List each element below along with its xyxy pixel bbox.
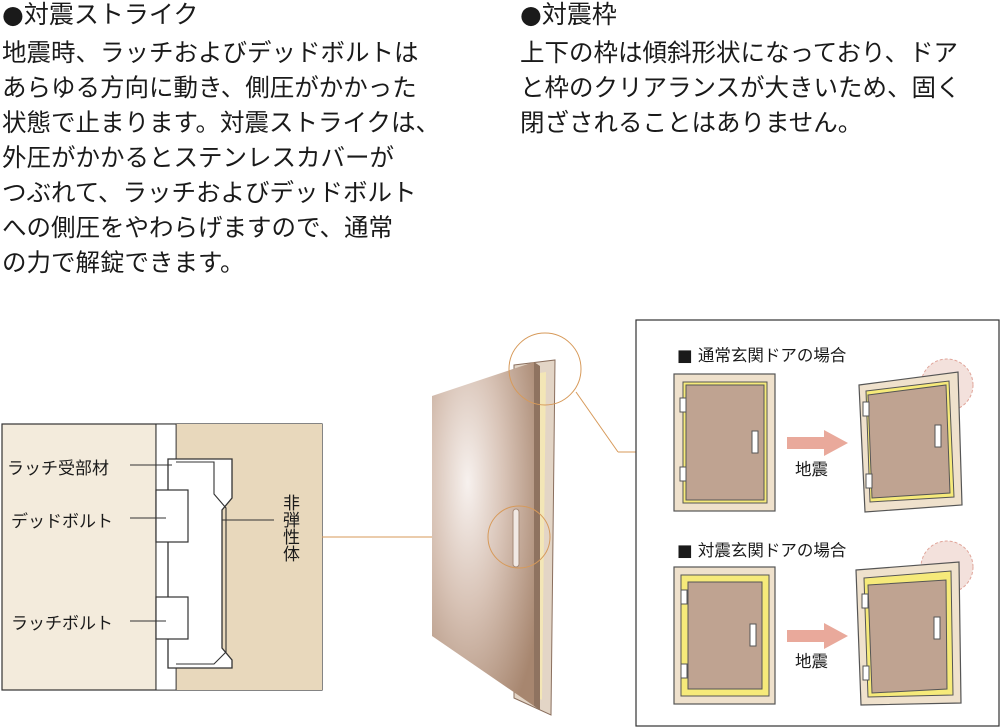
earthquake-label-seismic: 地震: [795, 652, 828, 671]
strike-line: あらゆる方向に動き、側圧がかかった: [2, 73, 417, 102]
door-illustration: [432, 332, 582, 716]
strike-heading: ●対震ストライク: [2, 0, 199, 29]
strike-line: 地震時、ラッチおよびデッドボルトは: [2, 38, 419, 67]
arrow-icon: [787, 430, 848, 456]
strike-body: 地震時、ラッチおよびデッドボルトは あらゆる方向に動き、側圧がかかった 状態で止…: [2, 35, 440, 280]
strike-line: への側圧をやわらげますので、通常: [2, 213, 394, 242]
non-elastic-label: 非弾性体: [279, 494, 299, 562]
latch-receiver-label: ラッチ受部材: [7, 459, 109, 479]
strike-line: 状態で止まります。対震ストライクは、: [2, 108, 441, 137]
frame-line: と枠のクリアランスが大きいため、固く: [520, 73, 961, 102]
latch-bolt-label: ラッチボルト: [11, 614, 113, 634]
seismic-door-after: [855, 540, 974, 706]
frame-line: 閉ざされることはありません。: [520, 108, 863, 137]
frame-heading: ●対震枠: [520, 0, 617, 29]
frame-line: 上下の枠は傾斜形状になっており、ドア: [520, 38, 959, 67]
seismic-door-title: ■ 対震玄関ドアの場合: [677, 541, 847, 560]
strike-cross-section: [1, 423, 323, 691]
normal-door-before: [673, 373, 776, 512]
strike-line: 外圧がかかるとステンレスカバーが: [2, 143, 394, 172]
seismic-door-before: [673, 566, 776, 705]
strike-line: の力で解錠できます。: [2, 248, 245, 277]
frame-body: 上下の枠は傾斜形状になっており、ドア と枠のクリアランスが大きいため、固く 閉ざ…: [520, 35, 961, 140]
deadbolt-label: デッドボルト: [11, 512, 113, 532]
earthquake-label-normal: 地震: [795, 460, 828, 479]
strike-line: つぶれて、ラッチおよびデッドボルト: [2, 178, 417, 207]
normal-door-after: [858, 358, 974, 513]
normal-door-title: ■ 通常玄関ドアの場合: [677, 346, 847, 365]
arrow-icon: [787, 623, 848, 649]
